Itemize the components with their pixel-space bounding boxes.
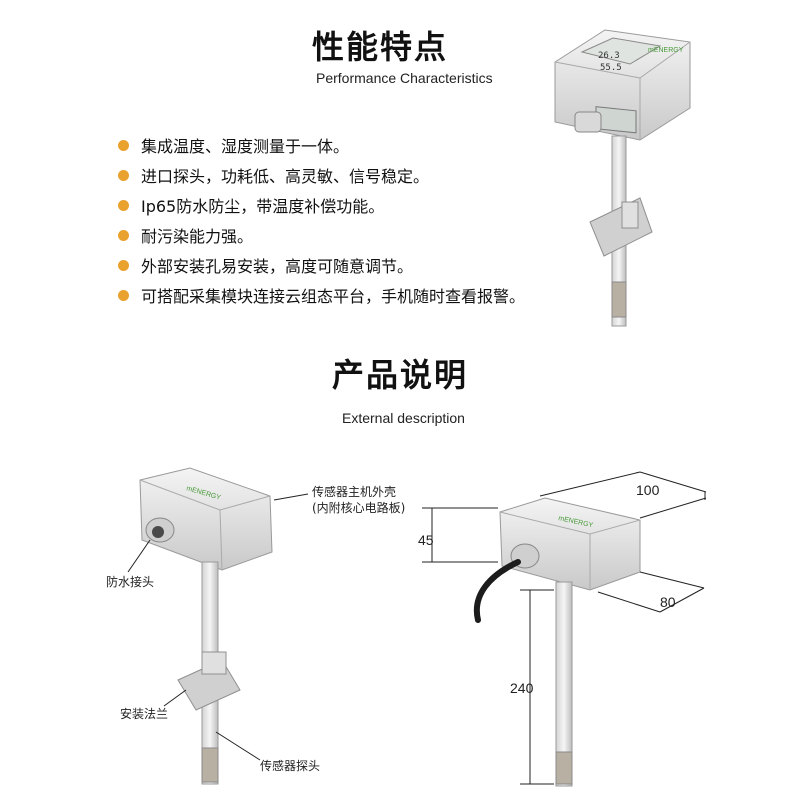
list-item: 进口探头，功耗低、高灵敏、信号稳定。 (118, 160, 525, 190)
list-item: 集成温度、湿度测量于一体。 (118, 130, 525, 160)
bullet-dot-icon (118, 259, 129, 271)
dimension-length: 240 (510, 680, 534, 696)
dimension-depth: 80 (660, 594, 676, 610)
bullet-dot-icon (118, 139, 129, 151)
probe-label: 传感器探头 (260, 759, 321, 773)
description-title: 产品说明 (332, 356, 469, 394)
dimension-width: 100 (636, 482, 660, 498)
performance-title: 性能特点 (312, 28, 449, 66)
bullet-dot-icon (118, 199, 129, 211)
waterproof-joint-label: 防水接头 (106, 575, 155, 589)
brand-logo-top: mENERGY (648, 47, 684, 54)
list-item: Ip65防水防尘，带温度补偿功能。 (118, 190, 525, 220)
bullet-dot-icon (118, 289, 129, 301)
feature-list: 集成温度、湿度测量于一体。 进口探头，功耗低、高灵敏、信号稳定。 Ip65防水防… (118, 130, 525, 310)
lcd-reading: 55.5 (600, 63, 622, 73)
list-item: 外部安装孔易安装，高度可随意调节。 (118, 250, 525, 280)
bullet-dot-icon (118, 229, 129, 241)
flange-label: 安装法兰 (120, 707, 169, 721)
list-item: 可搭配采集模块连接云组态平台，手机随时查看报警。 (118, 280, 525, 310)
list-item: 耐污染能力强。 (118, 220, 525, 250)
bullet-dot-icon (118, 169, 129, 181)
performance-subtitle: Performance Characteristics (316, 70, 493, 86)
dimension-height: 45 (418, 532, 434, 548)
housing-label: 传感器主机外壳 (内附核心电路板) (312, 485, 406, 515)
description-subtitle: External description (342, 410, 465, 426)
lcd-reading: 26.3 (598, 51, 620, 61)
